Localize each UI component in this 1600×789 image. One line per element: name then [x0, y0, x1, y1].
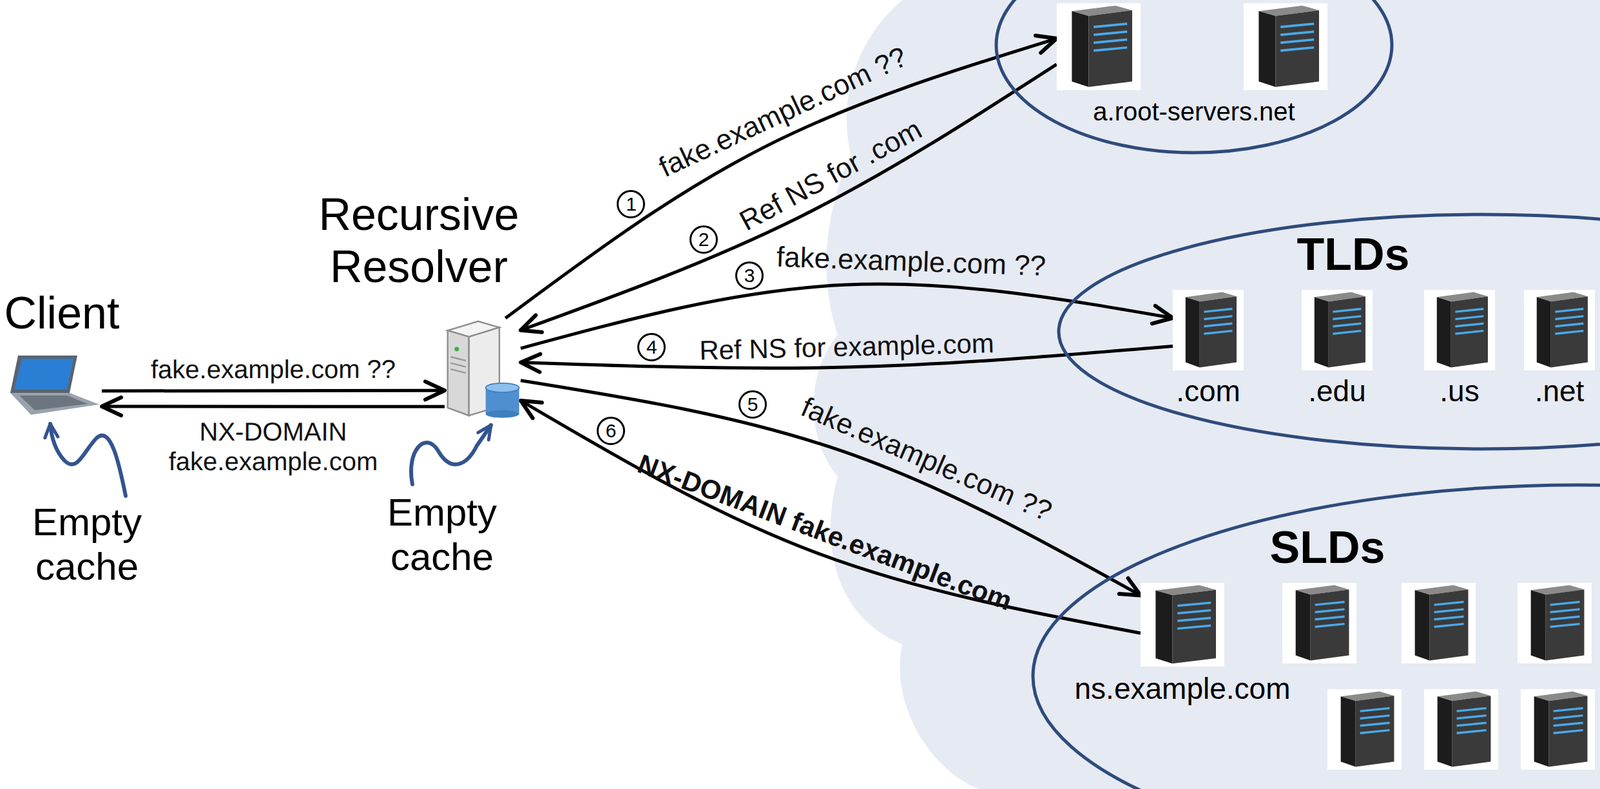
node-label: Client	[4, 287, 120, 340]
server-icon	[1172, 289, 1244, 371]
callout-number: 5	[738, 390, 767, 419]
server-icon-frame	[1523, 289, 1595, 371]
server-icon-frame	[1172, 289, 1244, 371]
server-icon-frame	[1140, 583, 1225, 667]
server-icon	[1282, 583, 1357, 664]
callout-number: 4	[637, 333, 666, 362]
tld-server: .net	[1523, 289, 1595, 371]
server-icon	[1424, 689, 1499, 771]
tld-server: .com	[1172, 289, 1244, 371]
client-node: Client	[5, 353, 102, 418]
server-icon	[1056, 3, 1141, 91]
server-icon	[1301, 289, 1373, 371]
region-outline	[994, 0, 1394, 155]
server-icon-frame	[1424, 289, 1495, 371]
node-label: .net	[1534, 374, 1585, 409]
sld-server: ns.example.com	[1140, 583, 1225, 667]
root-server-group: a.root-servers.net	[994, 0, 1394, 155]
laptop-icon	[5, 353, 102, 418]
node-label: .edu	[1308, 374, 1367, 409]
message-label: NX-DOMAIN fake.example.com	[144, 416, 403, 477]
tld-server: .edu	[1301, 289, 1373, 371]
server-icon-frame	[1301, 289, 1373, 371]
sld-group: SLDs ns.example.com	[1031, 483, 1600, 789]
query-arrow	[101, 405, 445, 409]
message-label: fake.example.com ??	[796, 390, 1057, 528]
server-icon	[1424, 289, 1495, 371]
query-arrow	[505, 38, 1057, 319]
server-icon	[1523, 289, 1595, 371]
callout-number: 3	[735, 261, 764, 290]
node-label: .us	[1439, 374, 1479, 409]
server-icon	[1401, 583, 1476, 664]
cache-note: Empty cache	[9, 500, 165, 589]
server-icon	[1243, 3, 1328, 91]
region-heading: a.root-servers.net	[1092, 96, 1295, 127]
cache-note: Empty cache	[364, 490, 520, 580]
server-icon	[1327, 689, 1402, 771]
callout-number: 1	[616, 190, 646, 219]
region-heading: SLDs	[1270, 521, 1386, 575]
resolver-node: Recursive Resolver	[444, 318, 521, 419]
cache-pointer	[411, 425, 492, 485]
callout-number: 2	[689, 225, 718, 254]
tld-group: TLDs .com .edu .us .net	[1056, 212, 1600, 452]
message-label: fake.example.com ??	[775, 240, 1047, 283]
cache-pointer	[50, 424, 126, 497]
server-icon	[1140, 583, 1225, 667]
server-icon	[1517, 583, 1592, 664]
resolver-icon	[444, 318, 521, 419]
node-label: ns.example.com	[1074, 672, 1291, 707]
node-label: Recursive Resolver	[277, 188, 561, 293]
message-label: Ref NS for example.com	[698, 327, 995, 367]
message-label: fake.example.com ??	[150, 353, 396, 384]
tld-server: .us	[1424, 289, 1495, 371]
region-heading: TLDs	[1297, 228, 1410, 281]
query-arrow	[101, 389, 445, 394]
server-icon	[1520, 689, 1595, 771]
query-arrow	[520, 380, 1141, 597]
callout-number: 6	[596, 416, 626, 446]
cloud-background	[813, 0, 1600, 789]
node-label: .com	[1175, 374, 1241, 409]
